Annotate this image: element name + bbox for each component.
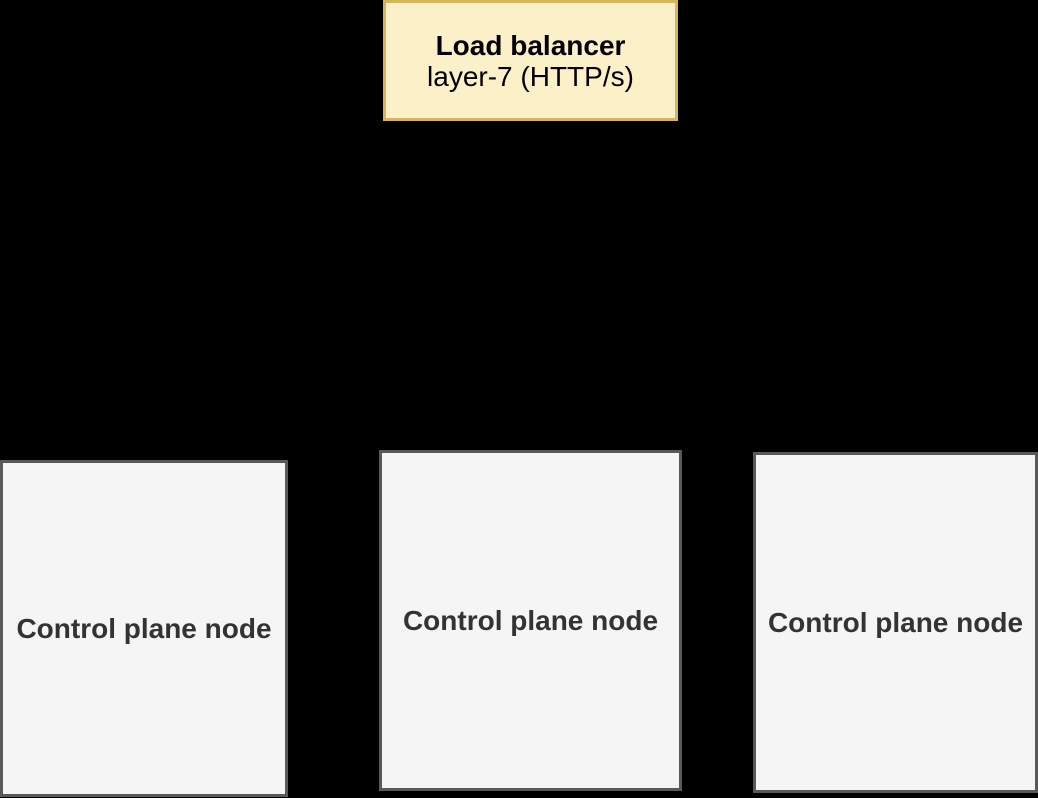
load-balancer-box: Load balancer layer-7 (HTTP/s): [383, 0, 678, 121]
control-plane-node-2: Control plane node: [379, 450, 682, 791]
load-balancer-subtitle: layer-7 (HTTP/s): [427, 60, 634, 92]
control-plane-node-1-label: Control plane node: [16, 613, 272, 644]
control-plane-node-2-label: Control plane node: [402, 605, 659, 636]
control-plane-node-1: Control plane node: [0, 460, 288, 797]
control-plane-node-3-label: Control plane node: [767, 607, 1024, 638]
load-balancer-title: Load balancer: [435, 29, 626, 61]
control-plane-node-3: Control plane node: [753, 452, 1038, 793]
